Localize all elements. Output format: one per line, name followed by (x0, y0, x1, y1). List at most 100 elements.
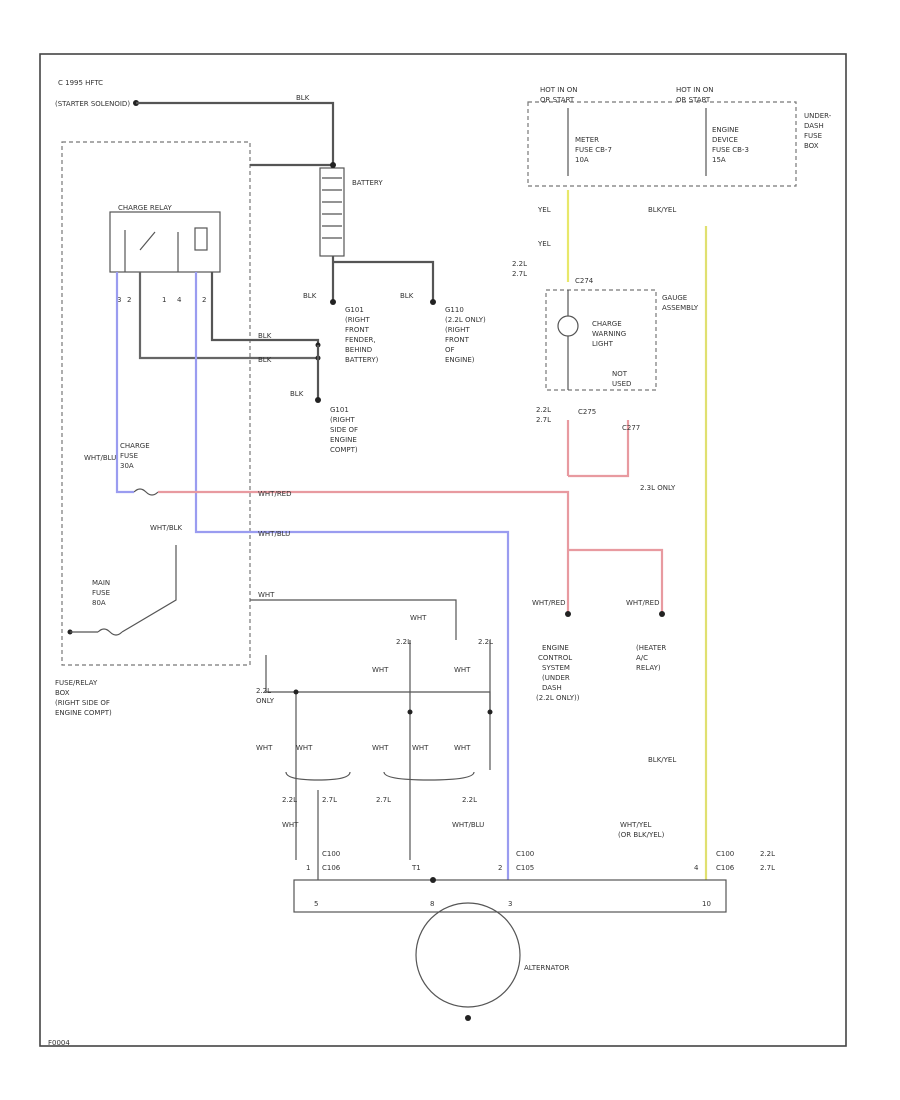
wire-wht-blu (115, 272, 134, 494)
svg-text:80A: 80A (92, 599, 106, 607)
alternator-label: ALTERNATOR (524, 964, 570, 972)
wire-wht-blu-to-alternator (194, 272, 510, 880)
strip-pin-3: 3 (508, 900, 512, 908)
svg-text:(HEATER: (HEATER (636, 644, 666, 652)
charge-fuse-wire-color: WHT/BLU (84, 454, 116, 462)
main-fuse-symbol (97, 628, 123, 636)
svg-text:ENGINE: ENGINE (542, 644, 569, 652)
wire-wht-2 (265, 655, 297, 860)
battery-label: BATTERY (352, 179, 383, 187)
main-fuse-label: MAIN FUSE 80A (92, 579, 110, 607)
ground-g101-wire-color: BLK (303, 292, 317, 300)
c106-label-left: C106 (322, 864, 341, 872)
wire-blk-starter-battery (136, 101, 335, 165)
wht-wire-label-4: WHT (454, 666, 471, 674)
wire-wht-red-c277-branch (568, 420, 630, 478)
svg-text:(UNDER: (UNDER (542, 674, 570, 682)
fuse-relay-box-label-3: (RIGHT SIDE OF (55, 699, 110, 707)
ground-g101b-terminal (315, 397, 321, 403)
svg-text:BOX: BOX (804, 142, 819, 150)
hot-in-on-right: HOT IN ON OR START (676, 86, 714, 104)
svg-text:OR START: OR START (540, 96, 575, 104)
svg-text:FUSE: FUSE (120, 452, 138, 460)
svg-text:FRONT: FRONT (345, 326, 370, 334)
c105-label-mid: C105 (516, 864, 534, 872)
svg-text:(RIGHT: (RIGHT (345, 316, 370, 324)
svg-text:UNDER-: UNDER- (804, 112, 832, 120)
svg-text:10A: 10A (575, 156, 589, 164)
wire-wht-1 (250, 599, 457, 640)
wire-wht-red-to-heater (568, 548, 664, 612)
wht-wire-label-3: WHT (372, 666, 389, 674)
wire-wht-3 (296, 691, 491, 712)
c100-label-right: C100 (716, 850, 734, 858)
svg-text:RELAY): RELAY) (636, 664, 661, 672)
svg-text:DEVICE: DEVICE (712, 136, 738, 144)
ground-g110-wire-color: BLK (400, 292, 414, 300)
svg-text:(2.2L ONLY)): (2.2L ONLY)) (536, 694, 580, 702)
wht-wire-label-1: WHT (258, 591, 275, 599)
svg-text:USED: USED (612, 380, 631, 388)
wht-wire-label-6: WHT (296, 744, 313, 752)
strip-pin-5: 5 (314, 900, 318, 908)
wht-wire-label-8: WHT (412, 744, 429, 752)
engine-code-22only-b: ONLY (256, 697, 275, 705)
c274-engine-27: 2.7L (512, 270, 527, 278)
svg-text:(2.2L ONLY): (2.2L ONLY) (445, 316, 486, 324)
ground-g101b-label: G101 (RIGHT SIDE OF ENGINE COMPT) (330, 406, 358, 454)
charge-fuse-symbol (133, 488, 159, 496)
heater-wire-color: WHT/RED (626, 599, 660, 607)
yel-wire-label-2: YEL (537, 240, 551, 248)
wht-yel-wire-label: WHT/YEL (620, 821, 652, 829)
relay-ground-wire-color-2: BLK (258, 356, 272, 364)
svg-text:BATTERY): BATTERY) (345, 356, 379, 364)
c100-label-left: C100 (322, 850, 340, 858)
heater-relay-terminal (659, 611, 665, 617)
wire-bracket-2 (383, 771, 475, 781)
svg-text:G101: G101 (330, 406, 349, 414)
relay-pin-5: 2 (202, 296, 206, 304)
wht-wire-label-5: WHT (256, 744, 273, 752)
wire-ground-g110 (333, 260, 435, 302)
blk-yel-wire-label-2: BLK/YEL (648, 756, 676, 764)
svg-text:30A: 30A (120, 462, 134, 470)
svg-text:SYSTEM: SYSTEM (542, 664, 570, 672)
svg-text:15A: 15A (712, 156, 726, 164)
ecu-wire-color: WHT/RED (532, 599, 566, 607)
svg-text:(RIGHT: (RIGHT (330, 416, 355, 424)
fuse-relay-box-label-2: BOX (55, 689, 70, 697)
svg-text:G110: G110 (445, 306, 464, 314)
svg-text:FUSE: FUSE (92, 589, 110, 597)
svg-text:ENGINE: ENGINE (712, 126, 739, 134)
c277-label: C277 (622, 424, 640, 432)
engine-control-system-label: ENGINE CONTROL SYSTEM (UNDER DASH (2.2L … (536, 644, 580, 702)
charge-warning-light-label: CHARGE WARNING LIGHT (592, 320, 626, 348)
alternator-symbol (415, 902, 521, 1008)
pin-4-label: 4 (694, 864, 699, 872)
alternator-ground (465, 1015, 471, 1021)
under-dash-fuse-box-outline (527, 101, 797, 187)
svg-text:NOT: NOT (612, 370, 628, 378)
charge-fuse-label: CHARGE FUSE 30A (120, 442, 150, 470)
yel-wire-label-1: YEL (537, 206, 551, 214)
svg-text:ASSEMBLY: ASSEMBLY (662, 304, 699, 312)
relay-pin-3: 1 (162, 296, 166, 304)
alternator-t1-terminal (430, 877, 436, 883)
wht-red-wire-label: WHT/RED (258, 490, 292, 498)
c275-label: C275 (578, 408, 596, 416)
c275-engine-27: 2.7L (536, 416, 551, 424)
wht-blu-wire-label: WHT/BLU (258, 530, 290, 538)
c275-engine-22: 2.2L (536, 406, 551, 414)
c274-label: C274 (575, 277, 594, 285)
wht-wire-label-7: WHT (372, 744, 389, 752)
svg-text:METER: METER (575, 136, 599, 144)
svg-text:FUSE CB-7: FUSE CB-7 (575, 146, 612, 154)
ground-g110-label: G110 (2.2L ONLY) (RIGHT FRONT OF ENGINE) (445, 306, 486, 364)
ground-g101-label: G101 (RIGHT FRONT FENDER, BEHIND BATTERY… (345, 306, 379, 364)
battery-plates (322, 177, 342, 239)
svg-text:HOT IN ON: HOT IN ON (540, 86, 578, 94)
engine-code-27-d: 2.7L (376, 796, 391, 804)
engine-code-22-c: 2.2L (282, 796, 297, 804)
alternator-connector-strip (293, 879, 727, 913)
charge-relay-label: CHARGE RELAY (118, 204, 172, 212)
